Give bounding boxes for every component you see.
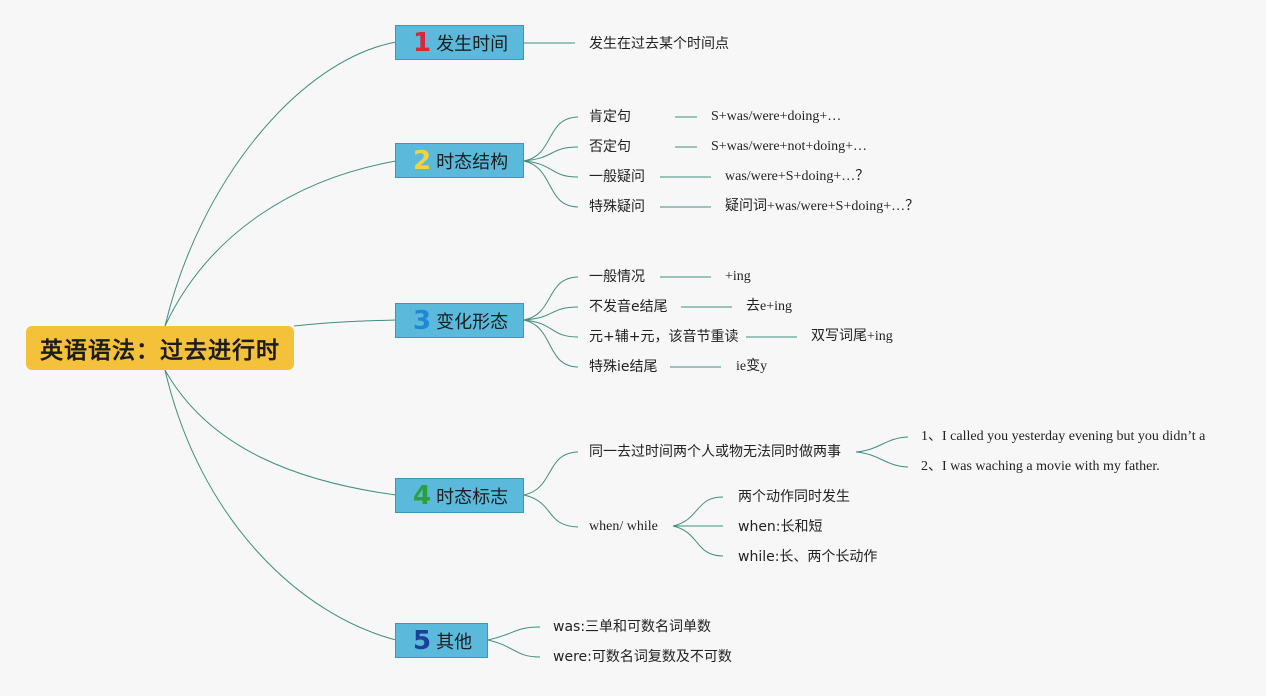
branch-4-note-1[interactable]: 两个动作同时发生: [738, 489, 850, 505]
branch-4-label: 时态标志: [436, 486, 509, 508]
branch-1[interactable]: 1 发生时间: [395, 25, 524, 60]
connector-root-b5: [164, 369, 397, 641]
branch-2-item-1[interactable]: 肯定句: [589, 109, 631, 125]
branch-3-label: 变化形态: [436, 311, 509, 333]
branch-3-detail-1[interactable]: +ing: [725, 269, 751, 284]
branch-3-item-3[interactable]: 元+辅+元，该音节重读: [589, 329, 739, 345]
branch-3-item-2[interactable]: 不发音e结尾: [589, 299, 668, 315]
branch-2-item-2[interactable]: 否定句: [589, 139, 631, 155]
branch-5[interactable]: 5 其他: [395, 623, 488, 658]
number-5-icon: 5: [413, 625, 432, 656]
branch-3-item-1[interactable]: 一般情况: [589, 269, 645, 285]
connector-b3-i4: [523, 319, 579, 368]
connector-b3-i2: [523, 306, 579, 321]
branch-2-item-3[interactable]: 一般疑问: [589, 169, 645, 185]
branch-3-detail-3[interactable]: 双写词尾+ing: [811, 329, 893, 344]
branch-4-note-2[interactable]: when:长和短: [738, 519, 823, 535]
branch-3-detail-2[interactable]: 去e+ing: [746, 299, 792, 314]
root-topic[interactable]: 英语语法：过去进行时: [26, 326, 294, 370]
connector-b4-c3: [672, 496, 724, 527]
branch-2-detail-4[interactable]: 疑问词+was/were+S+doing+…？: [725, 199, 920, 214]
branch-5-item-1[interactable]: was:三单和可数名词单数: [553, 619, 712, 635]
branch-2-detail-3[interactable]: was/were+S+doing+…？: [725, 169, 870, 184]
branch-3-detail-4[interactable]: ie变y: [736, 359, 768, 374]
connector-root-b3: [293, 319, 397, 327]
branch-4-item-1[interactable]: 同一去过时间两个人或物无法同时做两事: [589, 444, 841, 460]
branch-4[interactable]: 4 时态标志: [395, 478, 524, 513]
branch-2-detail-2[interactable]: S+was/were+not+doing+…: [711, 139, 868, 154]
connector-b4-i1: [523, 451, 579, 496]
branch-5-label: 其他: [436, 631, 473, 653]
connector-root-b4: [164, 369, 397, 496]
branch-2[interactable]: 2 时态结构: [395, 143, 524, 178]
branch-4-item-2[interactable]: when/ while: [589, 519, 658, 534]
branch-2-detail-1[interactable]: S+was/were+doing+…: [711, 109, 842, 124]
connector-b2-i3: [523, 160, 579, 178]
number-3-icon: 3: [413, 305, 432, 336]
number-4-icon: 4: [413, 480, 432, 511]
connector-b3-i3: [523, 319, 579, 338]
connector-b5-i2: [487, 639, 541, 658]
branch-2-item-4[interactable]: 特殊疑问: [589, 199, 645, 215]
connector-b3-i1: [523, 276, 579, 321]
connector-b2-i4: [523, 160, 579, 208]
branch-1-label: 发生时间: [436, 33, 509, 55]
branch-4-example-2[interactable]: 2、I was waching a movie with my father.: [921, 459, 1160, 474]
connector-b4-c5: [672, 525, 724, 557]
connector-b4-c1: [855, 436, 909, 453]
branch-4-note-3[interactable]: while:长、两个长动作: [738, 549, 878, 565]
branch-4-example-1[interactable]: 1、I called you yesterday evening but you…: [921, 429, 1206, 444]
connector-b2-i2: [523, 146, 579, 162]
connector-b5-i1: [487, 626, 541, 641]
connector-root-b1: [164, 41, 397, 327]
number-1-icon: 1: [413, 27, 432, 58]
branch-5-item-2[interactable]: were:可数名词复数及不可数: [553, 649, 732, 665]
branch-2-label: 时态结构: [436, 151, 509, 173]
connector-b2-i1: [523, 116, 579, 162]
branch-3[interactable]: 3 变化形态: [395, 303, 524, 338]
branch-3-item-4[interactable]: 特殊ie结尾: [589, 359, 658, 375]
root-title: 英语语法：过去进行时: [40, 338, 280, 364]
number-2-icon: 2: [413, 145, 432, 176]
branch-1-item-1[interactable]: 发生在过去某个时间点: [589, 36, 729, 52]
connector-root-b2: [164, 160, 397, 327]
connector-b4-i2: [523, 494, 579, 528]
connector-b4-c2: [855, 451, 909, 468]
